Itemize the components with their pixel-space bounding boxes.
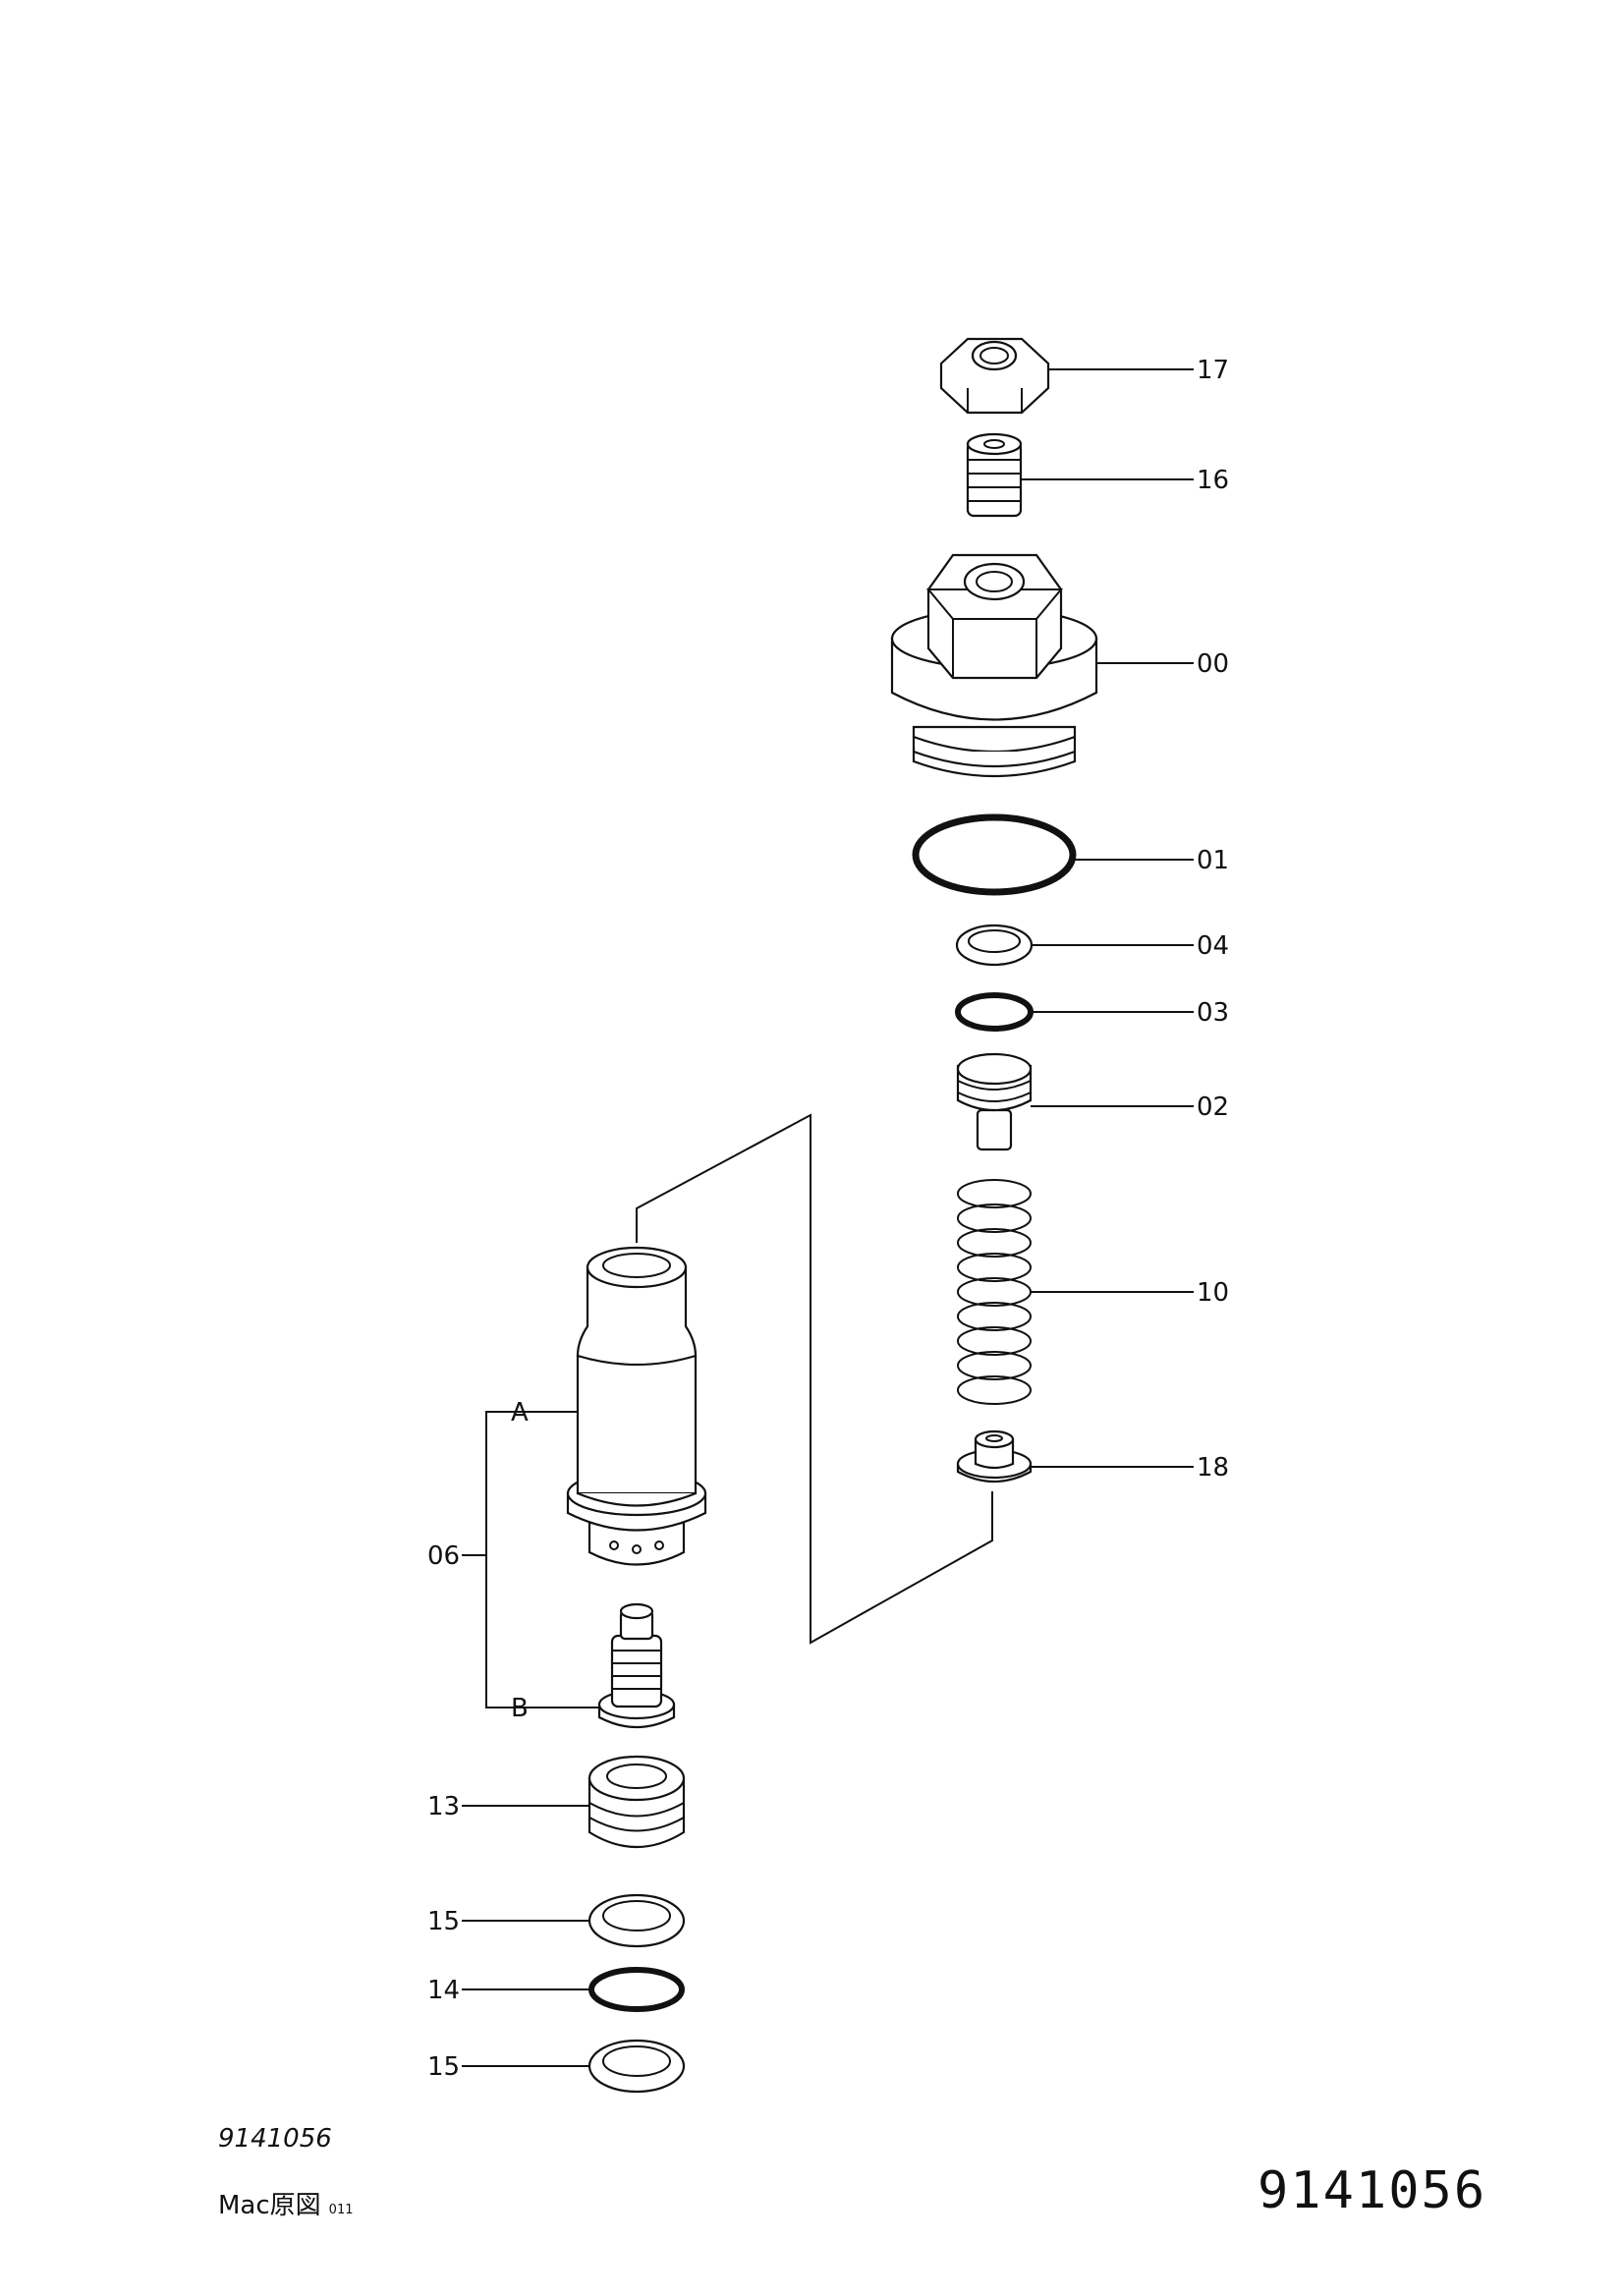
- mac-original-code: 011: [328, 2203, 354, 2217]
- part-13-guide: [462, 1755, 686, 1848]
- part-01-large-o-ring: [912, 813, 1194, 896]
- part-06-bracket: [462, 1411, 599, 1708]
- label-part-16: 16: [1197, 466, 1229, 495]
- label-part-15-lower: 15: [427, 2052, 460, 2082]
- mac-original-label: Mac原図 011: [218, 2185, 354, 2221]
- part-14-o-ring: [462, 1967, 685, 2012]
- label-sub-b: B: [511, 1694, 529, 1723]
- part-18-spring-seat: [956, 1429, 1194, 1483]
- part-06b-poppet: [597, 1602, 676, 1729]
- label-part-18: 18: [1197, 1453, 1229, 1483]
- part-02-poppet: [956, 1052, 1194, 1151]
- part-04-backup-ring: [955, 924, 1194, 967]
- doc-code-large: 9141056: [1258, 2161, 1487, 2220]
- part-16-set-screw: [966, 432, 1194, 518]
- part-10-spring: [957, 1179, 1194, 1405]
- part-15-upper-backup-ring: [462, 1893, 686, 1948]
- label-part-04: 04: [1197, 931, 1229, 961]
- mac-original-text: Mac原図: [218, 2191, 321, 2220]
- part-00-plug-body: [890, 553, 1194, 778]
- label-part-02: 02: [1197, 1092, 1229, 1122]
- label-part-15-upper: 15: [427, 1907, 460, 1936]
- doc-code-small: 9141056: [218, 2124, 332, 2154]
- label-part-17: 17: [1197, 356, 1229, 385]
- label-part-00: 00: [1197, 649, 1229, 679]
- part-06a-sleeve: [566, 1246, 707, 1566]
- label-part-06: 06: [427, 1541, 460, 1571]
- label-part-10: 10: [1197, 1278, 1229, 1308]
- label-part-13: 13: [427, 1792, 460, 1821]
- label-sub-a: A: [511, 1398, 529, 1428]
- label-part-14: 14: [427, 1976, 460, 2005]
- part-17-hex-nut: [939, 337, 1194, 415]
- assembly-leader-lines: [636, 1113, 993, 1645]
- label-part-01: 01: [1197, 846, 1229, 875]
- label-part-03: 03: [1197, 998, 1229, 1028]
- part-15-lower-backup-ring: [462, 2039, 686, 2094]
- part-03-small-o-ring: [955, 992, 1194, 1032]
